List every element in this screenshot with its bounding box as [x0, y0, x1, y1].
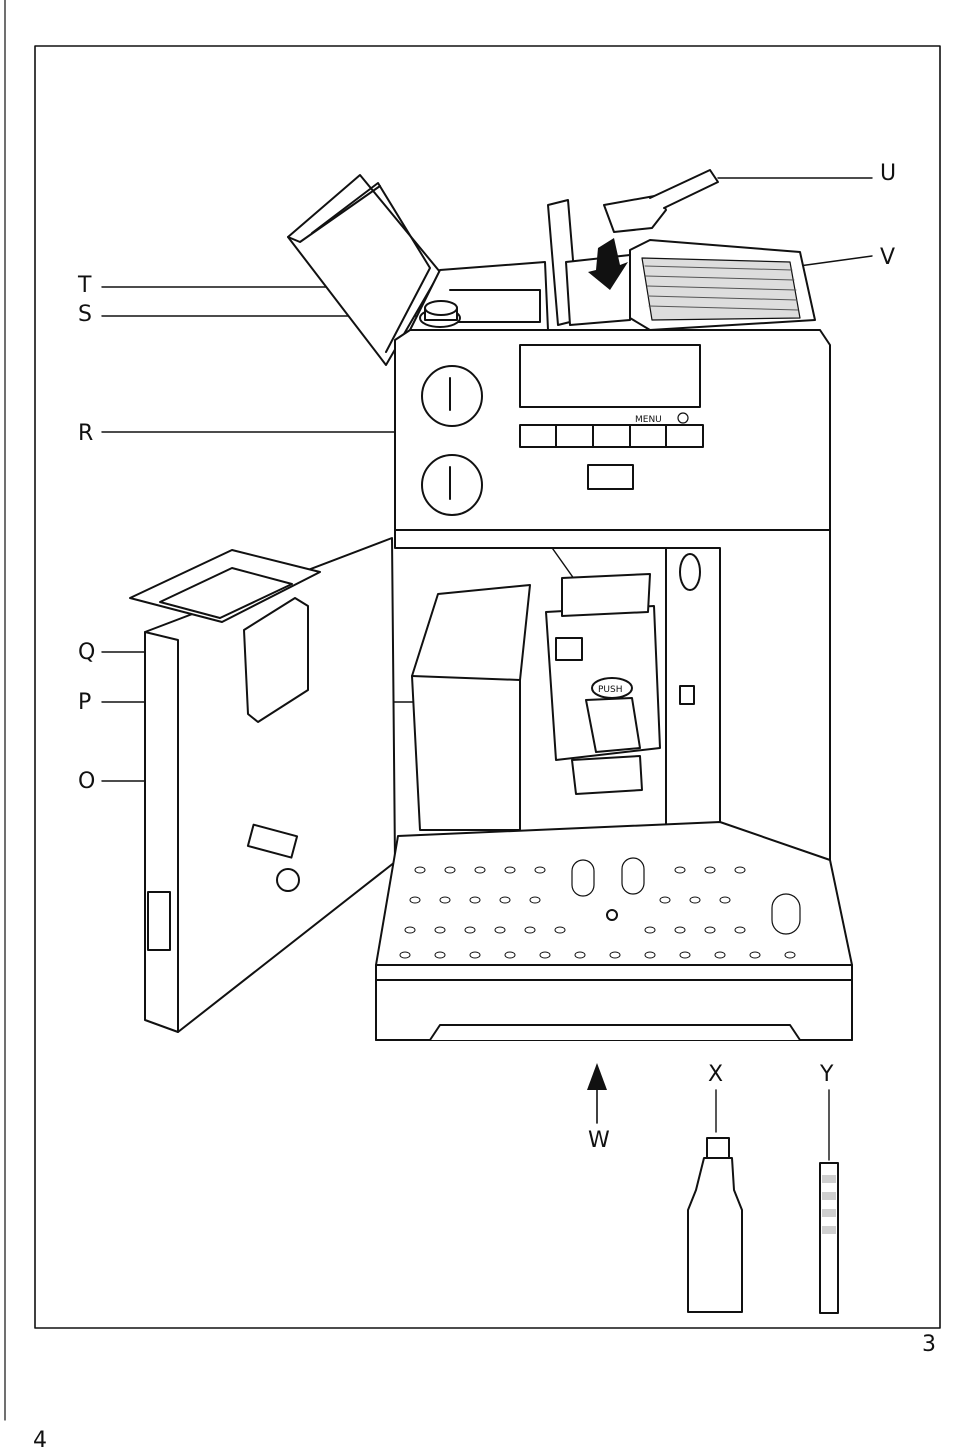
label-o: O — [78, 769, 96, 794]
side-door — [129, 537, 396, 1033]
label-p: P — [78, 690, 92, 715]
grounds-container — [411, 584, 531, 831]
brewing-unit: PUSH — [545, 573, 661, 795]
bean-container-lid — [287, 174, 441, 366]
label-r: R — [78, 421, 94, 446]
label-w: W — [588, 1128, 610, 1153]
insert-arrow-icon — [588, 238, 628, 290]
coffee-strength-knob — [421, 365, 483, 427]
svg-text:PUSH: PUSH — [598, 685, 623, 695]
label-s: S — [78, 302, 92, 327]
drip-tray — [375, 821, 853, 1041]
label-q: Q — [78, 640, 96, 665]
test-strip — [819, 1162, 839, 1314]
drip-grid-dots — [399, 866, 796, 959]
label-v: V — [880, 245, 896, 270]
label-t: T — [78, 273, 92, 298]
measuring-scoop — [603, 169, 719, 233]
page-number-left: 4 — [33, 1428, 47, 1453]
menu-label: MENU — [635, 415, 662, 425]
machine-top — [409, 199, 816, 331]
drip-grid-holes — [571, 857, 801, 935]
descaler-bottle — [687, 1137, 743, 1313]
page-number-right: 3 — [922, 1332, 936, 1357]
label-x: X — [708, 1062, 724, 1087]
label-y: Y — [820, 1062, 834, 1087]
display-screen — [519, 344, 701, 408]
control-panel: MENU — [394, 329, 831, 531]
label-u: U — [880, 161, 897, 186]
figure-frame — [34, 45, 941, 1329]
arrow-w-icon — [587, 1063, 607, 1124]
quantity-knob — [421, 454, 483, 516]
